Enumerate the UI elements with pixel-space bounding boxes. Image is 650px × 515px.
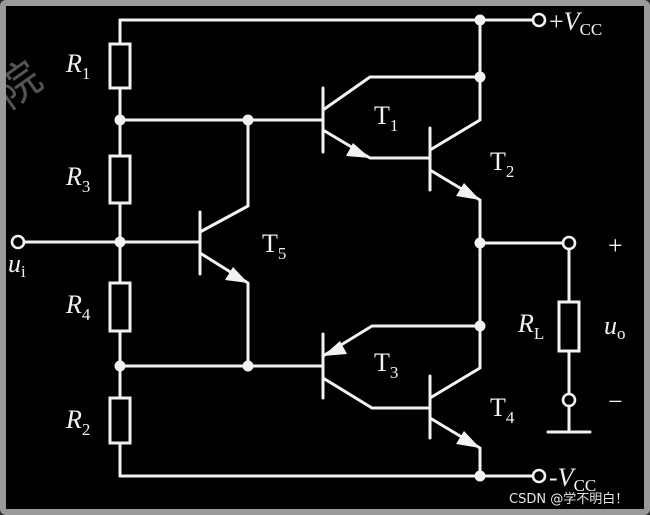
output-minus-label: − [608,387,623,416]
rl-label: RL [517,309,544,343]
resistor-r2 [108,396,132,445]
uo-label: uo [604,311,626,343]
t1-label: T1 [374,101,398,135]
vcc-pos-terminal [531,12,547,28]
junction-dot [242,114,254,126]
resistor-r4 [108,281,132,333]
input-terminal [10,234,26,250]
junction-dot [114,114,126,126]
t3-emitter-arrow [323,341,347,356]
t3-label: T3 [374,348,398,382]
junction-dot [114,236,126,248]
t4-collector [428,241,482,400]
t1-collector [321,75,482,112]
r1-label: R1 [65,49,90,83]
junction-dot [474,71,486,83]
r3-label: R3 [65,162,90,196]
junction-dot [474,14,486,26]
t1-emitter-arrow [346,143,370,158]
output-load [478,235,592,434]
t2-collector [428,18,482,152]
t4-label: T4 [490,393,515,427]
r4-label: R4 [65,290,91,324]
t2-emitter-arrow [456,183,480,200]
transistor-t4 [428,241,482,478]
t2-label: T2 [490,147,514,181]
resistor-r3 [108,154,132,205]
t5-collector [198,118,250,234]
input-branch [10,234,202,250]
csdn-credit: CSDN @学不明白！ [509,491,628,507]
supply-rails [118,18,534,478]
resistor-r1 [108,42,132,90]
vcc-neg-terminal [531,468,547,484]
t3-lower-lead [321,376,432,410]
r2-label: R2 [65,405,90,439]
transistor-t3 [321,324,482,410]
vcc-pos-label: +VCC [549,7,602,39]
junction-dot [474,237,486,249]
t5-emitter-arrow [225,267,248,283]
output-plus-label: + [608,231,623,260]
junction-dot [474,320,486,332]
t4-emitter-arrow [456,431,480,448]
transistor-t2 [428,18,482,245]
junction-dot [474,470,486,482]
t5-label: T5 [262,229,286,263]
vcc-neg-label: -VCC [549,463,596,495]
transistor-t1 [321,75,482,160]
ui-label: ui [8,249,26,281]
junction-dot [114,360,126,372]
transistor-t5 [198,118,250,368]
ground-terminal [561,392,577,408]
resistor-rl [557,300,581,353]
junction-dot [242,360,254,372]
junction-dots [114,14,486,482]
output-terminal [561,235,577,251]
